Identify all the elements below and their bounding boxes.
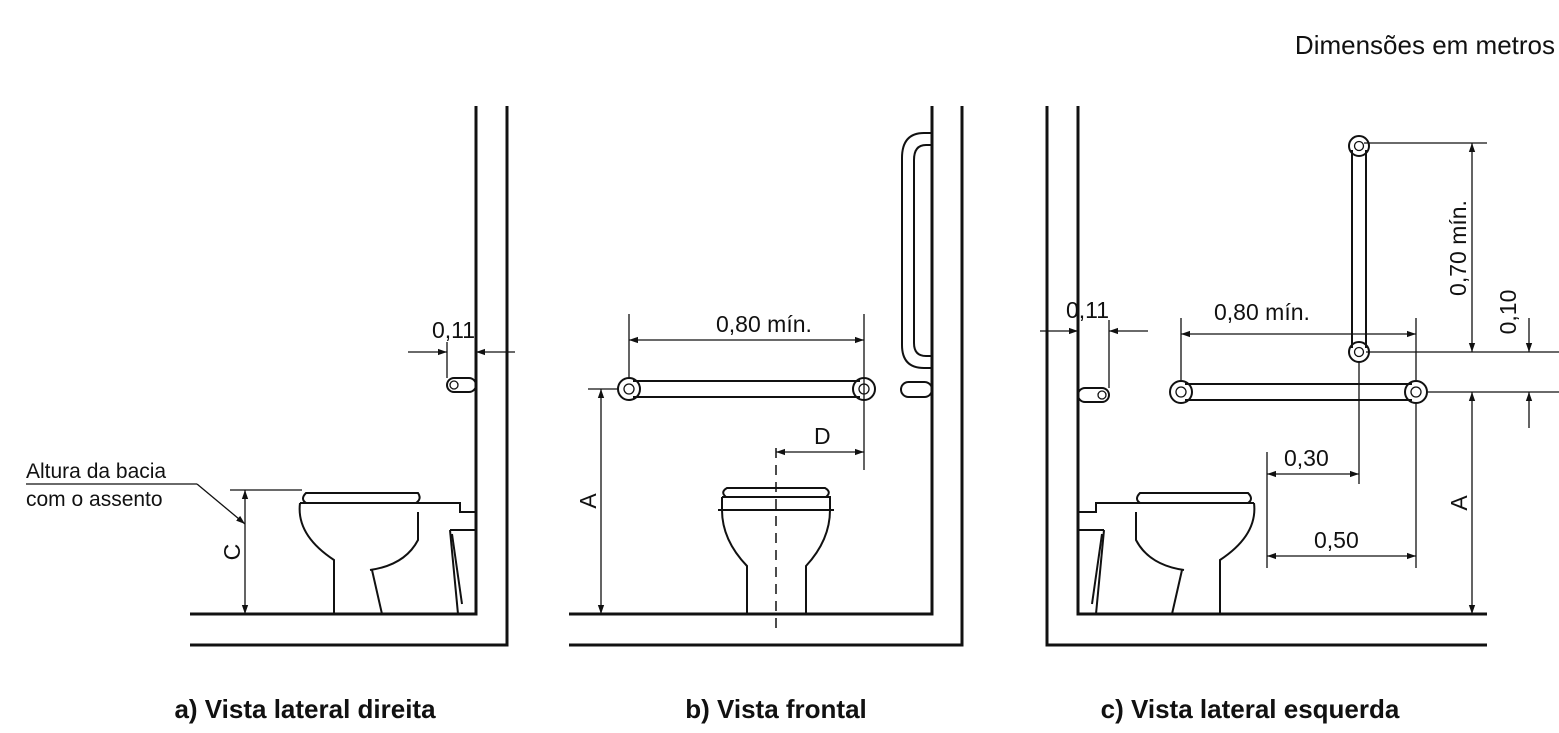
view-c-left-side: 0,11 0,80 mín. 0,70 mín. 0,10 0,30 [1040,106,1559,647]
dim-070: 0,70 mín. [1364,142,1559,353]
wall-floor-a [190,106,509,647]
dim-010: 0,10 [1428,290,1559,428]
dim-010-label: 0,10 [1495,290,1521,335]
dim-080-b: 0,80 mín. [628,311,865,470]
grab-bar-side-c [1077,387,1110,403]
dim-080-c: 0,80 mín. [1180,299,1417,380]
wall-floor-c [1045,106,1487,647]
dim-050-label: 0,50 [1314,527,1359,553]
seat-height-line1: Altura da bacia [26,460,166,483]
dim-A-c: A [1446,392,1476,614]
dim-080-label-b: 0,80 mín. [716,311,812,337]
vertical-grab-bar-c [1348,135,1370,363]
toilet-side-a [298,492,477,615]
view-b-front: 0,80 mín. D A [569,106,964,647]
vertical-grab-bar-b [900,132,933,398]
dim-011-label-a: 0,11 [432,317,475,343]
dim-A-label-c: A [1446,495,1472,511]
caption-b: b) Vista frontal [685,694,867,724]
toilet-front-b [718,448,834,632]
dim-A-label-b: A [575,493,601,509]
grab-bar-side-a [446,377,477,393]
dim-080-label-c: 0,80 mín. [1214,299,1310,325]
dim-D: D [776,423,864,456]
dim-A-b: A [575,388,618,614]
toilet-side-c [1077,492,1256,615]
horizontal-grab-bar-b [617,377,876,401]
dim-030: 0,30 [1266,362,1417,568]
view-a-right-side: 0,11 C Altura da bacia com o assento [26,106,515,647]
caption-c: c) Vista lateral esquerda [1100,694,1400,724]
dim-070-label: 0,70 mín. [1445,200,1471,296]
seat-height-line2: com o assento [26,488,163,511]
dim-011-a: 0,11 [408,317,515,378]
dim-011-c: 0,11 [1040,297,1148,388]
units-note: Dimensões em metros [1294,30,1555,60]
caption-a: a) Vista lateral direita [174,694,436,724]
dim-011-label-c: 0,11 [1066,297,1109,323]
dim-030-label: 0,30 [1284,445,1329,471]
dim-050: 0,50 [1267,527,1416,560]
horizontal-grab-bar-c [1169,380,1428,404]
wall-floor-b [569,106,964,647]
dim-C-label: C [219,544,245,561]
seat-height-annotation: Altura da bacia com o assento [26,460,246,525]
dim-D-label: D [814,423,831,449]
dim-C: C [219,489,302,614]
